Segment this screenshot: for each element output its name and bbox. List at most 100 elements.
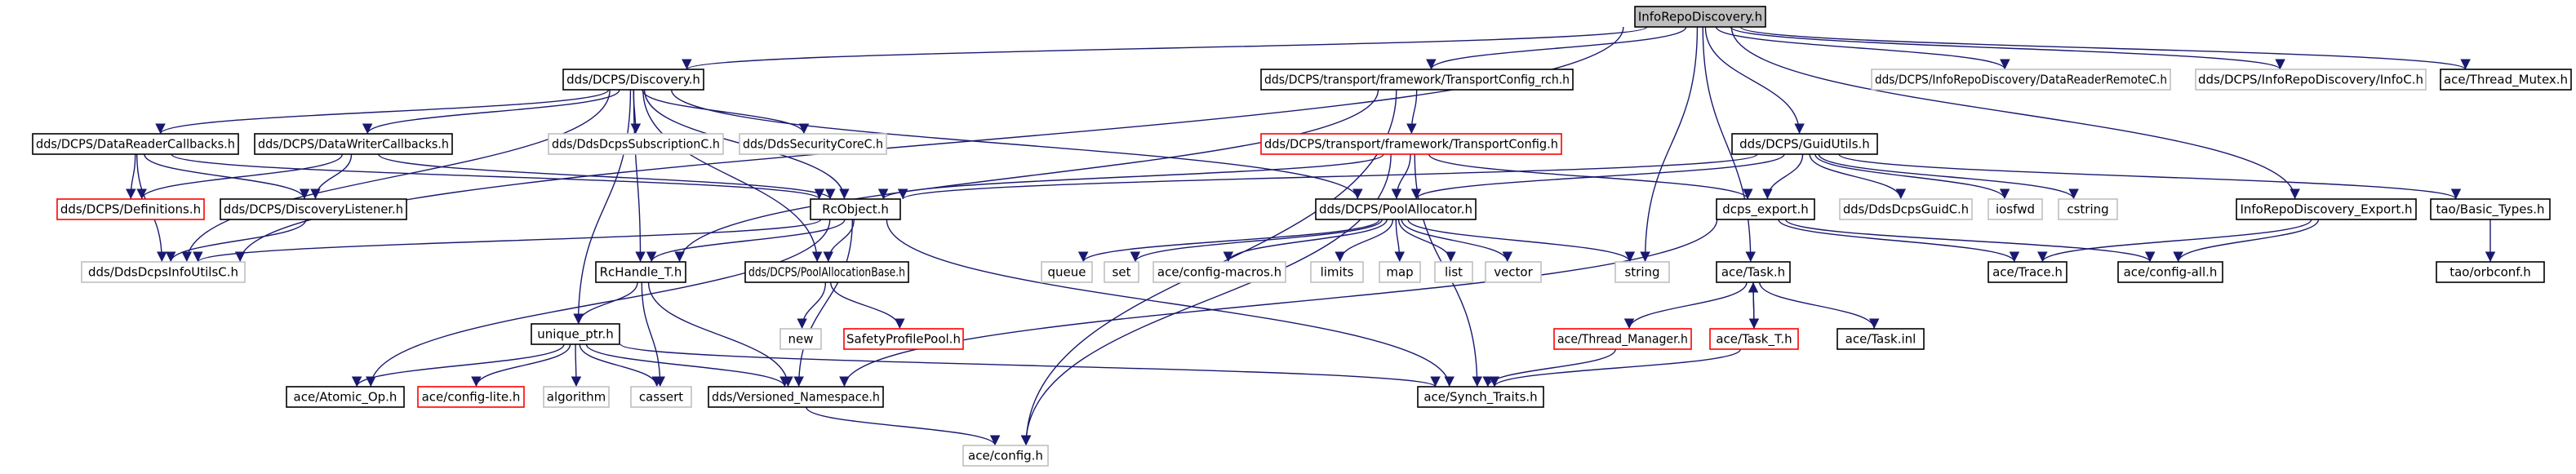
edge-discovery-to-dwcb xyxy=(362,89,620,135)
edge-dlist-to-infou xyxy=(165,219,307,263)
node-label: new xyxy=(788,332,813,347)
edge-pool-to-map xyxy=(1394,219,1406,263)
node-box xyxy=(1614,261,1670,283)
node-list[interactable]: list xyxy=(1434,261,1473,283)
edge-dwcb-to-rcobj xyxy=(378,153,836,200)
node-dcpsexp[interactable]: dcps_export.h xyxy=(1716,198,1815,220)
node-label: ace/Trace.h xyxy=(1992,265,2063,280)
edge-dwcb-to-dlist xyxy=(310,153,353,200)
node-taskinl[interactable]: ace/Task.inl xyxy=(1837,328,1925,350)
node-guidc[interactable]: dds/DdsDcpsGuidC.h xyxy=(1839,198,1973,220)
edge-rcobj-to-rch xyxy=(646,219,846,263)
node-label: tao/orbconf.h xyxy=(2449,265,2531,280)
edge-dcpsexp-to-vns xyxy=(839,219,1718,388)
node-defs[interactable]: dds/DCPS/Definitions.h xyxy=(56,198,205,220)
node-discovery[interactable]: dds/DCPS/Discovery.h xyxy=(562,69,704,91)
edge-guid-to-pool xyxy=(1410,153,1785,200)
node-label: dds/DCPS/PoolAllocator.h xyxy=(1319,202,1472,217)
node-infou[interactable]: dds/DdsDcpsInfoUtilsC.h xyxy=(81,261,246,283)
node-iosfwd[interactable]: iosfwd xyxy=(1988,198,2043,220)
edge-pool-to-queue xyxy=(1078,219,1380,263)
node-box xyxy=(1837,328,1925,350)
node-irdexp[interactable]: InfoRepoDiscovery_Export.h xyxy=(2236,198,2417,220)
node-label: dds/DdsDcpsGuidC.h xyxy=(1843,202,1969,217)
edge-rcobj-to-vns xyxy=(793,219,854,388)
edge-acetask-to-tmgr xyxy=(1623,281,1748,330)
edges-layer xyxy=(126,26,2496,446)
node-root[interactable]: InfoRepoDiscovery.h xyxy=(1634,6,1766,28)
edge-guid-to-iosfwd xyxy=(1814,153,2010,200)
node-cfgmac[interactable]: ace/config-macros.h xyxy=(1153,261,1286,283)
node-secc[interactable]: dds/DdsSecurityCoreC.h xyxy=(739,133,887,155)
node-label: unique_ptr.h xyxy=(537,327,613,343)
edge-pool-to-string xyxy=(1407,219,1636,263)
node-uptr[interactable]: unique_ptr.h xyxy=(531,323,620,345)
node-label: map xyxy=(1386,265,1413,280)
node-tcfg_rch[interactable]: dds/DCPS/transport/framework/TransportCo… xyxy=(1260,69,1574,91)
node-new[interactable]: new xyxy=(779,328,822,350)
node-rch[interactable]: RcHandle_T.h xyxy=(595,261,686,283)
node-cassert[interactable]: cassert xyxy=(630,386,692,408)
node-cfglite[interactable]: ace/config-lite.h xyxy=(417,386,525,408)
edge-guid-to-dcpsexp xyxy=(1762,153,1804,200)
node-label: ace/config-lite.h xyxy=(422,390,521,405)
edge-guid-to-cstring xyxy=(1818,153,2079,200)
node-rcobj[interactable]: RcObject.h xyxy=(810,198,901,220)
node-pab[interactable]: dds/DCPS/PoolAllocationBase.h xyxy=(744,261,909,283)
edge-irdexp-to-trace xyxy=(2037,219,2312,263)
node-subc[interactable]: dds/DdsDcpsSubscriptionC.h xyxy=(548,133,724,155)
node-acetask[interactable]: ace/Task.h xyxy=(1716,261,1791,283)
node-atomic[interactable]: ace/Atomic_Op.h xyxy=(286,386,405,408)
edge-uptr-to-cfglite xyxy=(471,343,571,388)
node-cstring[interactable]: cstring xyxy=(2058,198,2118,220)
node-guid[interactable]: dds/DCPS/GuidUtils.h xyxy=(1731,133,1878,155)
node-tmgr[interactable]: ace/Thread_Manager.h xyxy=(1553,328,1692,350)
node-limits[interactable]: limits xyxy=(1310,261,1364,283)
node-drr[interactable]: dds/DCPS/InfoRepoDiscovery/DataReaderRem… xyxy=(1871,69,2171,91)
node-box xyxy=(2430,198,2551,220)
node-vector[interactable]: vector xyxy=(1485,261,1542,283)
node-drcb[interactable]: dds/DCPS/DataReaderCallbacks.h xyxy=(32,133,239,155)
node-dlist[interactable]: dds/DCPS/DiscoveryListener.h xyxy=(220,198,407,220)
node-tmutex[interactable]: ace/Thread_Mutex.h xyxy=(2440,69,2572,91)
node-config[interactable]: ace/config.h xyxy=(962,445,1049,467)
node-basic[interactable]: tao/Basic_Types.h xyxy=(2430,198,2551,220)
node-algorithm[interactable]: algorithm xyxy=(543,386,610,408)
node-cfgall[interactable]: ace/config-all.h xyxy=(2117,261,2223,283)
node-orbconf[interactable]: tao/orbconf.h xyxy=(2436,261,2545,283)
edge-root-to-guid xyxy=(1704,26,1805,135)
edge-drcb-to-rcobj xyxy=(171,153,824,200)
node-box xyxy=(843,328,964,350)
node-box xyxy=(1839,198,1973,220)
node-pool[interactable]: dds/DCPS/PoolAllocator.h xyxy=(1315,198,1477,220)
node-set[interactable]: set xyxy=(1104,261,1139,283)
node-label: tao/Basic_Types.h xyxy=(2436,202,2544,218)
node-label: cassert xyxy=(639,390,683,405)
edge-vns-to-config xyxy=(806,406,1001,446)
node-synch[interactable]: ace/Synch_Traits.h xyxy=(1417,386,1544,408)
edge-rch-to-vns xyxy=(647,281,793,388)
edge-root-to-tmutex xyxy=(1739,26,2471,70)
edge-uptr-to-synch xyxy=(620,343,1441,388)
node-spp[interactable]: SafetyProfilePool.h xyxy=(843,328,964,350)
edge-discovery-to-pab xyxy=(642,89,823,263)
node-string[interactable]: string xyxy=(1614,261,1670,283)
node-label: ace/Synch_Traits.h xyxy=(1423,390,1537,405)
node-taskt[interactable]: ace/Task_T.h xyxy=(1709,328,1799,350)
edge-dcpsexp-to-cfgall xyxy=(1785,219,2156,263)
node-trace[interactable]: ace/Trace.h xyxy=(1988,261,2067,283)
node-vns[interactable]: dds/Versioned_Namespace.h xyxy=(708,386,884,408)
node-label: queue xyxy=(1048,265,1086,280)
edge-discovery-to-infou xyxy=(181,89,611,263)
node-tcfg[interactable]: dds/DCPS/transport/framework/TransportCo… xyxy=(1260,133,1562,155)
edge-rcobj-to-infou xyxy=(193,219,822,263)
node-box xyxy=(1310,261,1364,283)
node-queue[interactable]: queue xyxy=(1041,261,1093,283)
node-label: dds/DdsDcpsSubscriptionC.h xyxy=(552,137,720,152)
edge-pab-to-spp xyxy=(830,281,905,330)
node-map[interactable]: map xyxy=(1379,261,1421,283)
node-infoc[interactable]: dds/DCPS/InfoRepoDiscovery/InfoC.h xyxy=(2195,69,2427,91)
node-box xyxy=(1716,198,1815,220)
node-dwcb[interactable]: dds/DCPS/DataWriterCallbacks.h xyxy=(254,133,453,155)
node-label: InfoRepoDiscovery.h xyxy=(1638,10,1762,24)
